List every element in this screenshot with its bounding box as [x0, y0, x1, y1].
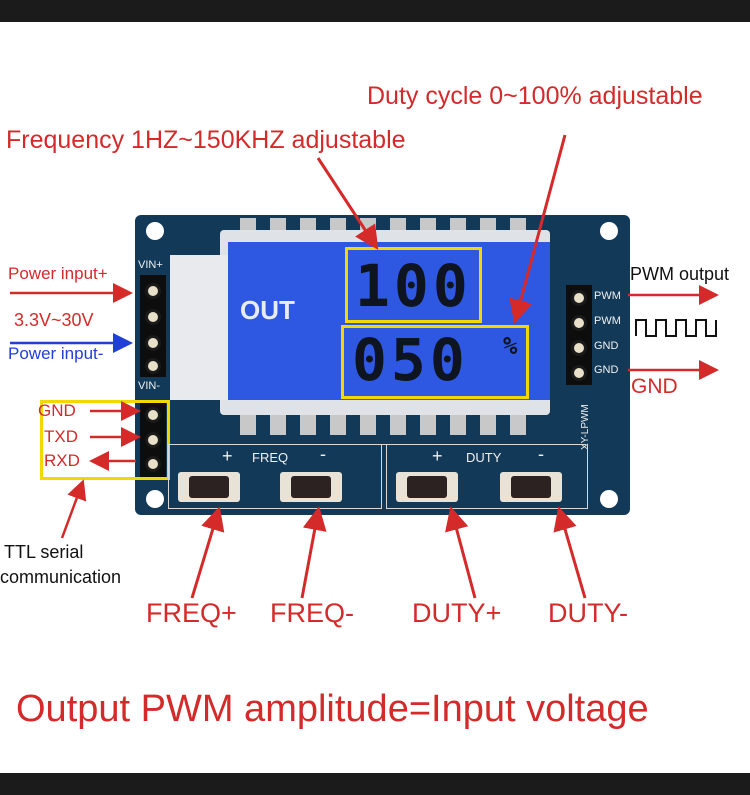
- power-input-minus-label: Power input-: [8, 344, 104, 363]
- pin: [145, 407, 161, 423]
- bottom-dark-bar: [0, 773, 750, 795]
- freq-minus-silk: -: [320, 444, 326, 464]
- duty-minus-arrow: [553, 506, 587, 599]
- duty-plus-silk: +: [432, 446, 443, 466]
- pin: [145, 283, 161, 299]
- freq-plus-label: FREQ+: [146, 598, 237, 628]
- pin: [145, 309, 161, 325]
- pin-gnd-2-silk: GND: [594, 364, 619, 376]
- pin-gnd-1-silk: GND: [594, 340, 619, 352]
- pin: [145, 456, 161, 472]
- pin: [571, 290, 587, 306]
- lcd-side-panel: [170, 255, 228, 400]
- mounting-hole: [146, 222, 164, 240]
- freq-plus-silk: +: [222, 446, 233, 466]
- lcd-duty-value: 050: [352, 326, 469, 394]
- pin: [145, 358, 161, 374]
- freq-minus-arrow: [300, 506, 327, 599]
- pwm-output-label: PWM output: [630, 264, 730, 284]
- mounting-hole: [600, 490, 618, 508]
- duty-minus-label: DUTY-: [548, 598, 629, 628]
- freq-minus-label: FREQ-: [270, 598, 354, 628]
- button-group-divider: [168, 444, 586, 445]
- frequency-highlight-box: [345, 247, 482, 323]
- power-input-plus-label: Power input+: [8, 264, 108, 283]
- mounting-hole: [146, 490, 164, 508]
- voltage-range-label: 3.3V~30V: [14, 310, 94, 330]
- ttl-label-line2: communication: [0, 567, 122, 587]
- freq-plus-arrow: [190, 506, 225, 599]
- lcd-percent-sign: %: [503, 332, 518, 360]
- pin: [571, 315, 587, 331]
- amplitude-note: Output PWM amplitude=Input voltage: [16, 688, 649, 730]
- vin-minus-silk: VIN-: [138, 380, 160, 392]
- txd-label: TXD: [44, 427, 78, 446]
- ttl-label-line1: TTL serial: [4, 542, 84, 562]
- pin: [145, 335, 161, 351]
- duty-group-silk: DUTY: [466, 450, 502, 465]
- freq-group-silk: FREQ: [252, 450, 289, 465]
- pwm-waveform-icon: [635, 319, 717, 337]
- freq-plus-switch-cap: [189, 476, 229, 498]
- gnd-right-label: GND: [631, 375, 678, 398]
- frequency-arrow: [316, 157, 379, 251]
- gnd-left-label: GND: [38, 401, 76, 420]
- freq-button-group: [168, 444, 382, 509]
- freq-minus-switch-cap: [291, 476, 331, 498]
- pin: [571, 340, 587, 356]
- pin-pwm-1-silk: PWM: [594, 290, 621, 302]
- pin: [571, 365, 587, 381]
- lcd-out-label: OUT: [240, 295, 295, 325]
- duty-minus-switch-cap: [511, 476, 551, 498]
- vin-plus-silk: VIN+: [138, 259, 163, 271]
- rxd-label: RXD: [44, 451, 80, 470]
- pin-pwm-2-silk: PWM: [594, 315, 621, 327]
- uart-highlight-box: [40, 400, 170, 480]
- mounting-hole: [600, 222, 618, 240]
- duty-plus-label: DUTY+: [412, 598, 502, 628]
- pin: [145, 432, 161, 448]
- duty-plus-arrow: [445, 506, 477, 599]
- top-dark-bar: [0, 0, 750, 22]
- duty-plus-switch-cap: [407, 476, 447, 498]
- duty-cycle-label: Duty cycle 0~100% adjustable: [367, 82, 703, 110]
- duty-highlight-box: [341, 325, 529, 399]
- duty-arrow: [509, 134, 567, 324]
- duty-button-group: [386, 444, 588, 509]
- frequency-label: Frequency 1HZ~150KHZ adjustable: [6, 126, 406, 154]
- ttl-arrow: [60, 479, 87, 539]
- duty-minus-silk: -: [538, 444, 544, 464]
- lcd-frequency-value: 100: [355, 252, 472, 320]
